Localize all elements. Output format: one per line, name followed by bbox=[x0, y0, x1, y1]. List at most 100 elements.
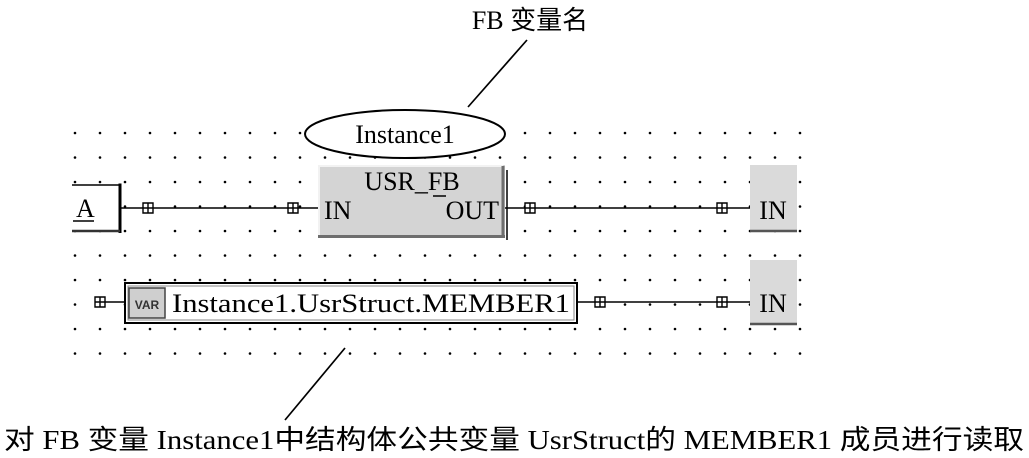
grid-dot bbox=[698, 327, 702, 331]
grid-dot bbox=[698, 229, 702, 233]
grid-dot bbox=[673, 278, 677, 282]
output-variable-1-name: IN bbox=[759, 196, 787, 225]
grid-dot bbox=[473, 254, 477, 257]
grid-dot bbox=[398, 278, 402, 282]
connection-point-icon[interactable] bbox=[716, 202, 728, 214]
grid-dot bbox=[373, 327, 377, 331]
input-variable-name: A bbox=[76, 194, 95, 223]
grid-dot bbox=[123, 327, 127, 331]
grid-dot bbox=[648, 278, 652, 282]
grid-dot bbox=[573, 180, 577, 184]
instance-name: Instance1 bbox=[355, 120, 455, 149]
rung-1: A Instance1 USR_FB IN OUT IN bbox=[72, 109, 797, 240]
grid-dot bbox=[698, 156, 702, 159]
grid-dot bbox=[348, 352, 352, 355]
output-variable-2-body bbox=[750, 260, 797, 325]
grid-dot bbox=[473, 352, 477, 355]
grid-dot bbox=[173, 156, 177, 159]
grid-dot bbox=[123, 352, 127, 355]
grid-dot bbox=[273, 205, 277, 208]
connection-point-icon[interactable] bbox=[94, 296, 106, 308]
grid-dot bbox=[548, 131, 552, 135]
grid-dot bbox=[223, 327, 227, 331]
grid-dot bbox=[323, 254, 327, 257]
grid-dot bbox=[523, 229, 527, 233]
grid-dot bbox=[573, 205, 577, 208]
connection-point-icon[interactable] bbox=[287, 202, 299, 214]
grid-dot bbox=[798, 205, 802, 208]
grid-dot bbox=[198, 278, 202, 282]
grid-dot bbox=[273, 254, 277, 257]
grid-dot bbox=[273, 131, 277, 135]
grid-dot bbox=[723, 229, 727, 233]
grid-dot bbox=[623, 352, 627, 355]
grid-dot bbox=[248, 205, 252, 208]
grid-dot bbox=[148, 327, 152, 331]
grid-dot bbox=[348, 327, 352, 331]
grid-dot bbox=[498, 254, 502, 257]
connection-point-icon[interactable] bbox=[594, 296, 606, 308]
output-variable-box-1[interactable]: IN bbox=[750, 165, 797, 233]
grid-dot bbox=[73, 327, 77, 331]
grid-dot bbox=[298, 156, 302, 159]
grid-dot bbox=[798, 352, 802, 355]
grid-dot bbox=[598, 131, 602, 135]
grid-dot bbox=[323, 327, 327, 331]
grid-dot bbox=[148, 278, 152, 282]
grid-dot bbox=[773, 327, 777, 331]
function-block-body bbox=[318, 165, 505, 238]
grid-dot bbox=[648, 156, 652, 159]
grid-dot bbox=[448, 352, 452, 355]
grid-dot bbox=[448, 156, 452, 159]
grid-dot bbox=[423, 254, 427, 257]
grid-dot bbox=[123, 254, 127, 257]
output-variable-2-name: IN bbox=[759, 289, 787, 318]
grid-dot bbox=[248, 229, 252, 233]
function-block-usr-fb[interactable]: USR_FB IN OUT bbox=[318, 165, 508, 240]
grid-dot bbox=[623, 156, 627, 159]
grid-dot bbox=[248, 180, 252, 184]
grid-dot bbox=[223, 180, 227, 184]
grid-dot bbox=[598, 229, 602, 233]
member-variable-box[interactable]: VAR Instance1.UsrStruct.MEMBER1 bbox=[124, 282, 578, 324]
member-read-caption: 对 FB 变量 Instance1中结构体公共变量 UsrStruct的 MEM… bbox=[4, 425, 1024, 455]
connection-point-icon[interactable] bbox=[524, 202, 536, 214]
grid-dot bbox=[623, 229, 627, 233]
input-variable-box[interactable]: A bbox=[72, 183, 122, 234]
var-icon: VAR bbox=[128, 287, 166, 319]
grid-dot bbox=[298, 327, 302, 331]
grid-dot bbox=[598, 327, 602, 331]
grid-dot bbox=[248, 352, 252, 355]
grid-dot bbox=[123, 156, 127, 159]
grid-dot bbox=[98, 254, 102, 257]
grid-dot bbox=[798, 156, 802, 159]
grid-dot bbox=[98, 156, 102, 159]
grid-dot bbox=[573, 352, 577, 355]
connection-point-icon[interactable] bbox=[716, 296, 728, 308]
grid-dot bbox=[398, 352, 402, 355]
grid-dot bbox=[598, 156, 602, 159]
grid-dot bbox=[223, 352, 227, 355]
grid-dot bbox=[273, 352, 277, 355]
grid-dot bbox=[748, 352, 752, 355]
grid-dot bbox=[673, 229, 677, 233]
grid-dot bbox=[523, 180, 527, 184]
grid-dot bbox=[523, 278, 527, 282]
grid-dot bbox=[273, 180, 277, 184]
grid-dot bbox=[98, 180, 102, 184]
grid-dot bbox=[573, 131, 577, 135]
grid-dot bbox=[748, 254, 752, 257]
grid-dot bbox=[648, 131, 652, 135]
instance-name-bubble[interactable]: Instance1 bbox=[304, 109, 506, 159]
grid-dot bbox=[298, 229, 302, 233]
grid-dot bbox=[598, 352, 602, 355]
grid-dot bbox=[248, 278, 252, 282]
connection-point-icon[interactable] bbox=[142, 202, 154, 214]
grid-dot bbox=[448, 327, 452, 331]
grid-dot bbox=[523, 131, 527, 135]
grid-dot bbox=[373, 254, 377, 257]
grid-dot bbox=[273, 156, 277, 159]
output-variable-box-2[interactable]: IN bbox=[750, 260, 797, 326]
grid-dot bbox=[523, 352, 527, 355]
grid-dot bbox=[298, 278, 302, 282]
